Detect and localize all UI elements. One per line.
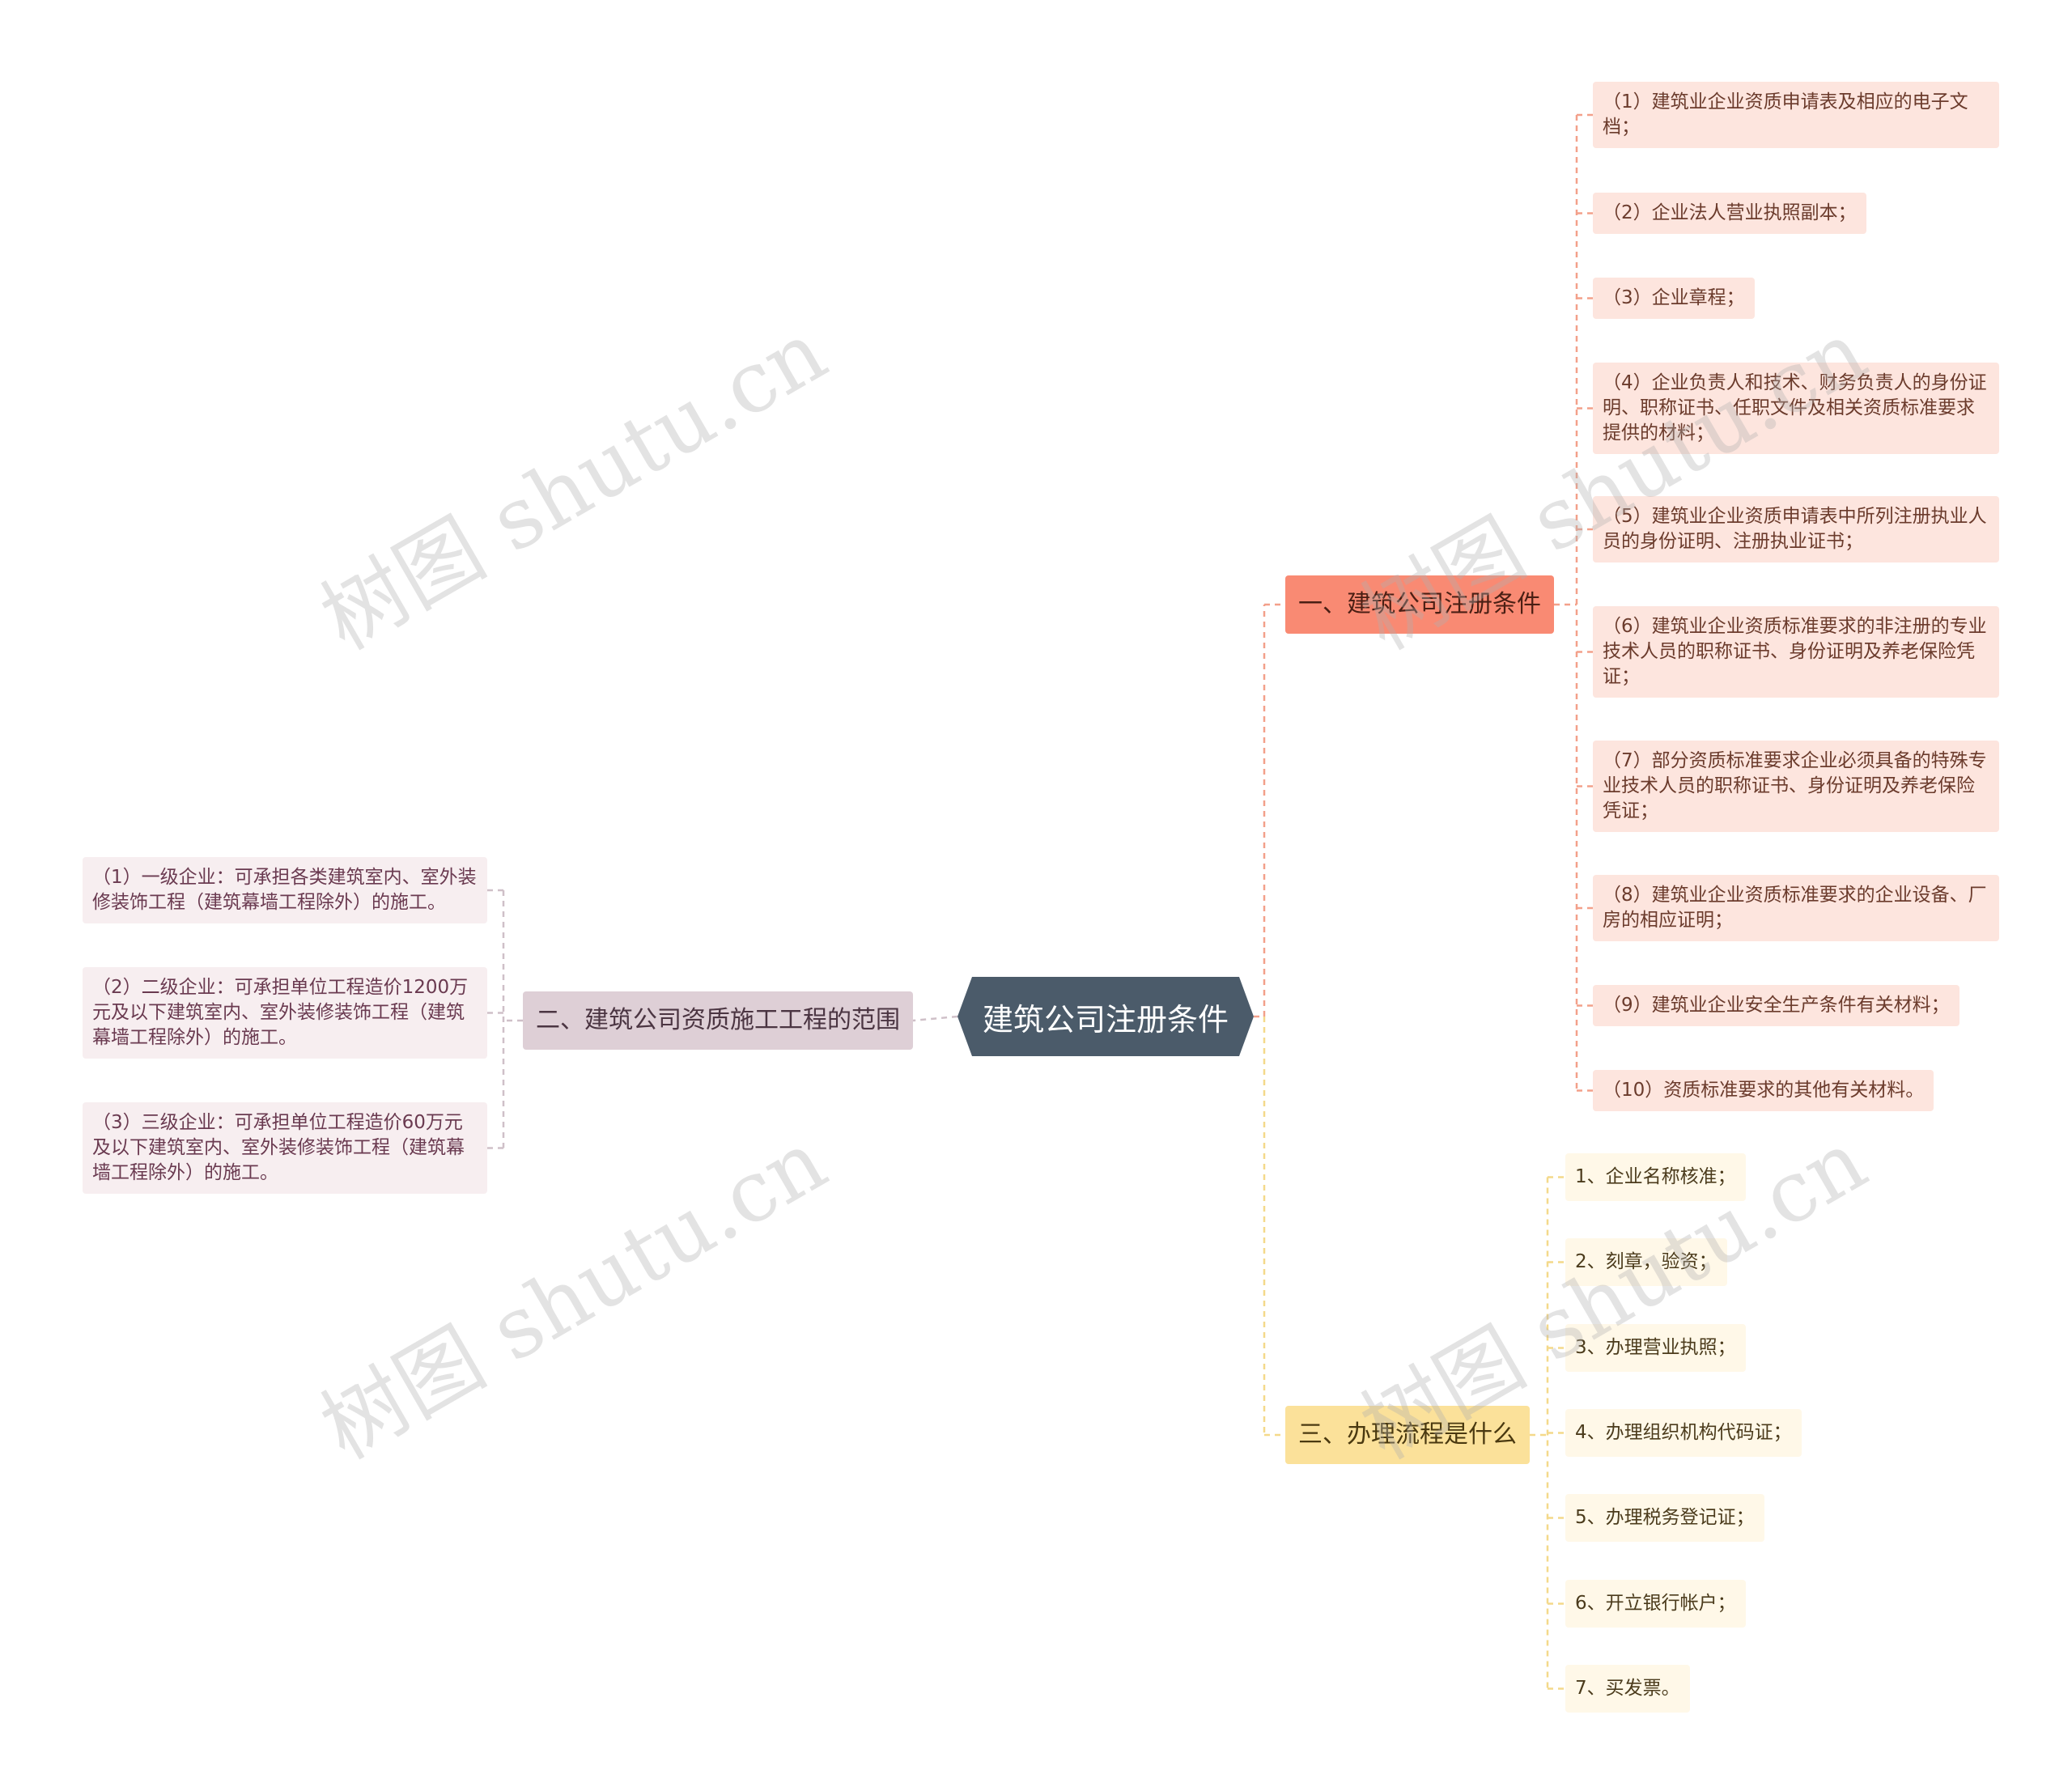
b3-leaf-5[interactable]: 5、办理税务登记证； — [1565, 1494, 1764, 1542]
b1-leaf-6[interactable]: （6）建筑业企业资质标准要求的非注册的专业技术人员的职称证书、身份证明及养老保险… — [1593, 606, 1999, 698]
b1-leaf-9[interactable]: （9）建筑业企业安全生产条件有关材料； — [1593, 985, 1959, 1026]
root-label: 建筑公司注册条件 — [982, 1001, 1229, 1038]
b1-leaf-4[interactable]: （4）企业负责人和技术、财务负责人的身份证明、职称证书、任职文件及相关资质标准要… — [1593, 363, 1999, 454]
b2-leaf-3[interactable]: （3）三级企业：可承担单位工程造价60万元及以下建筑室内、室外装修装饰工程（建筑… — [83, 1102, 487, 1194]
b2-leaf-2[interactable]: （2）二级企业：可承担单位工程造价1200万元及以下建筑室内、室外装修装饰工程（… — [83, 967, 487, 1059]
b3-leaf-7[interactable]: 7、买发票。 — [1565, 1665, 1690, 1713]
b1-leaf-2[interactable]: （2）企业法人营业执照副本； — [1593, 193, 1866, 234]
branch-registration-conditions[interactable]: 一、建筑公司注册条件 — [1285, 575, 1554, 634]
link-root-b2 — [912, 1015, 958, 1022]
b3-leaf-4[interactable]: 4、办理组织机构代码证； — [1565, 1409, 1802, 1457]
b1-leaf-8[interactable]: （8）建筑业企业资质标准要求的企业设备、厂房的相应证明； — [1593, 875, 1999, 941]
b3-leaf-1[interactable]: 1、企业名称核准； — [1565, 1153, 1746, 1201]
branch-process[interactable]: 三、办理流程是什么 — [1285, 1406, 1530, 1464]
b3-leaf-6[interactable]: 6、开立银行帐户； — [1565, 1580, 1746, 1628]
b1-leaf-1[interactable]: （1）建筑业企业资质申请表及相应的电子文档； — [1593, 82, 1999, 148]
b3-leaf-3[interactable]: 3、办理营业执照； — [1565, 1324, 1746, 1372]
root-node[interactable]: 建筑公司注册条件 — [957, 977, 1254, 1056]
branch-construction-scope[interactable]: 二、建筑公司资质施工工程的范围 — [523, 991, 913, 1050]
b1-leaf-5[interactable]: （5）建筑业企业资质申请表中所列注册执业人员的身份证明、注册执业证书； — [1593, 496, 1999, 562]
b2-leaf-1[interactable]: （1）一级企业：可承担各类建筑室内、室外装修装饰工程（建筑幕墙工程除外）的施工。 — [83, 857, 487, 923]
b1-leaf-7[interactable]: （7）部分资质标准要求企业必须具备的特殊专业技术人员的职称证书、身份证明及养老保… — [1593, 741, 1999, 832]
b1-leaf-10[interactable]: （10）资质标准要求的其他有关材料。 — [1593, 1070, 1934, 1111]
root-hexagon-shape — [957, 977, 1254, 1056]
b3-leaf-2[interactable]: 2、刻章，验资； — [1565, 1238, 1727, 1286]
b1-leaf-3[interactable]: （3）企业章程； — [1593, 278, 1755, 319]
